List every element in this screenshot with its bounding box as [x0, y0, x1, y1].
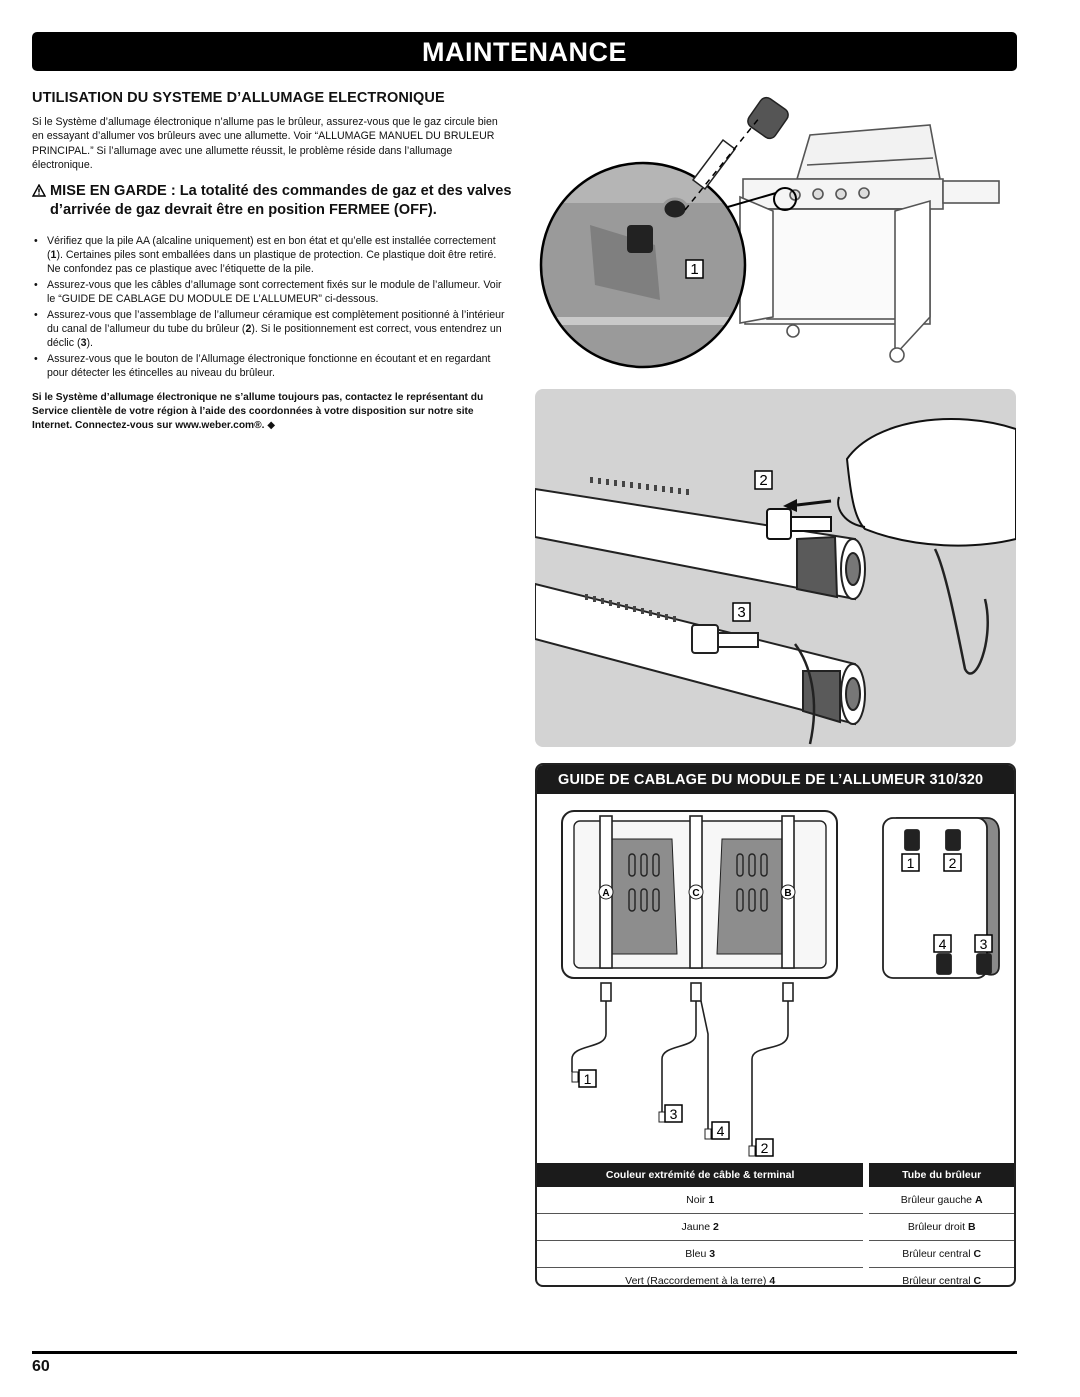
callout-3: 3	[732, 602, 751, 622]
hand-illustration	[837, 418, 1016, 547]
wiring-guide-panel: GUIDE DE CABLAGE DU MODULE DE L’ALLUMEUR…	[535, 763, 1016, 1287]
svg-text:3: 3	[980, 936, 988, 952]
wiring-guide-title: GUIDE DE CABLAGE DU MODULE DE L’ALLUMEUR…	[537, 765, 1014, 794]
burner-ports-lower	[585, 594, 676, 622]
svg-text:3: 3	[737, 604, 745, 621]
igniter-insertion-figure: 2 3	[535, 389, 1016, 747]
grill-illustration	[739, 124, 1000, 363]
wire-label-2: 2	[748, 1138, 774, 1157]
table-row: Bleu 3 Brûleur central C	[537, 1240, 1014, 1268]
igniter-module	[882, 817, 1000, 979]
svg-text:2: 2	[761, 1140, 769, 1156]
svg-text:1: 1	[907, 855, 915, 871]
callout-2: 2	[754, 470, 773, 490]
section-banner: MAINTENANCE	[32, 32, 1017, 71]
svg-text:1: 1	[584, 1071, 592, 1087]
svg-text:A: A	[602, 888, 609, 899]
footer-divider	[32, 1351, 1017, 1354]
table-row: Noir 1 Brûleur gauche A	[537, 1187, 1014, 1214]
module-terminal-1: 1	[901, 853, 920, 872]
table-row: Vert (Raccordement à la terre) 4 Brûleur…	[537, 1267, 1014, 1285]
svg-text:4: 4	[717, 1123, 725, 1139]
callout-1: 1	[685, 259, 704, 279]
list-item: Assurez-vous que l’assemblage de l’allum…	[32, 308, 512, 351]
wire-label-1: 1	[571, 1069, 597, 1088]
module-terminal-3: 3	[974, 934, 993, 953]
svg-text:1: 1	[690, 261, 698, 278]
wire-label-3: 3	[658, 1104, 683, 1123]
module-terminal-4: 4	[933, 934, 952, 953]
instructions-column: UTILISATION DU SYSTEME D’ALLUMAGE ELECTR…	[31, 90, 512, 444]
battery-cap	[684, 96, 789, 211]
list-item: Assurez-vous que le bouton de l’Allumage…	[32, 352, 512, 381]
warning-block: MISE EN GARDE : La totalité des commande…	[31, 182, 512, 220]
zoom-detail	[541, 163, 745, 367]
svg-text:2: 2	[949, 855, 957, 871]
svg-text:C: C	[692, 888, 699, 899]
intro-paragraph: Si le Système d’allumage électronique n’…	[32, 116, 498, 172]
wiring-table: Couleur extrémité de câble & terminal Tu…	[537, 1163, 1014, 1285]
burner-tube-upper	[535, 487, 866, 601]
svg-text:4: 4	[939, 936, 947, 952]
table-row: Jaune 2 Brûleur droit B	[537, 1213, 1014, 1241]
table-header-wire: Couleur extrémité de câble & terminal	[537, 1163, 867, 1187]
warning-triangle-icon	[31, 182, 50, 220]
section-heading: UTILISATION DU SYSTEME D’ALLUMAGE ELECTR…	[32, 90, 445, 106]
page-number: 60	[32, 1358, 50, 1375]
list-item: Vérifiez que la pile AA (alcaline unique…	[32, 234, 512, 277]
wire-label-4: 4	[704, 1121, 730, 1140]
support-note: Si le Système d’allumage électronique ne…	[32, 391, 484, 432]
warning-text: MISE EN GARDE : La totalité des commande…	[50, 182, 512, 218]
burner-label-c: C	[688, 884, 704, 900]
svg-text:3: 3	[670, 1106, 678, 1122]
wiring-diagram: A C B 1 3	[561, 810, 1000, 1157]
module-terminal-2: 2	[943, 853, 962, 872]
svg-text:2: 2	[759, 472, 767, 489]
table-header-burner: Tube du brûleur	[863, 1163, 1014, 1187]
checklist: Vérifiez que la pile AA (alcaline unique…	[32, 234, 512, 381]
burner-label-b: B	[780, 884, 796, 900]
burner-ports-upper	[590, 477, 689, 495]
burner-label-a: A	[598, 884, 614, 900]
svg-text:B: B	[784, 888, 791, 899]
battery-installation-figure: 1	[535, 85, 1017, 375]
list-item: Assurez-vous que les câbles d’allumage s…	[32, 278, 512, 307]
burner-tube-lower	[535, 582, 866, 726]
